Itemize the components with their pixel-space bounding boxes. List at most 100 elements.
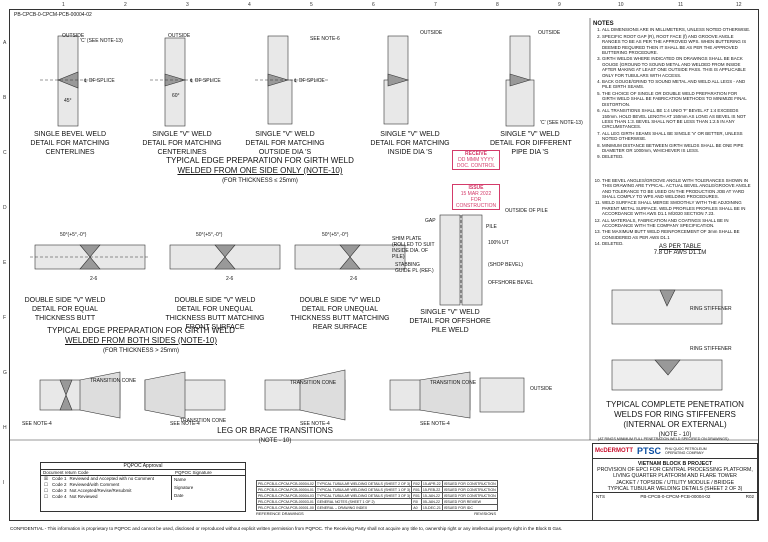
label-ring-stiffener: RING STIFFENER (690, 306, 732, 312)
label-see-note-4: SEE NOTE-4 (300, 421, 330, 427)
confidential-notice: CONFIDENTIAL - This information is propr… (10, 526, 563, 531)
section2-heading: TYPICAL EDGE PREPARATION FOR GIRTH WELD … (47, 326, 235, 354)
note-item: DELETED. (602, 154, 751, 159)
grid-col: 9 (558, 2, 561, 8)
doc-number: PB-CPCB-0-CPCM-PCB-00004-02 (640, 494, 711, 500)
grid-col: 3 (186, 2, 189, 8)
label-offshore-bevel: OFFSHORE BEVEL (488, 280, 534, 286)
note-item: MINIMUM DISTANCE BETWEEN GIRTH WELDS SHA… (602, 143, 751, 154)
label-see-note-13: 'C' (SEE NOTE-13) (80, 38, 123, 44)
grid-row: G (3, 370, 7, 376)
grid-row: C (3, 150, 7, 156)
label-transition-cone: TRANSITION CONE (180, 418, 227, 424)
approval-code-row: ☐ Code 2 Reviewed/with Comment (43, 482, 120, 487)
label-see-note-4: SEE NOTE-4 (170, 421, 200, 427)
label-dim: 2-6 (350, 276, 358, 282)
note-item: THE BEVEL ANGLES/GROOVE ANGLE WITH TOLER… (602, 178, 751, 200)
detail-5-caption: SINGLE "V" WELD DETAIL FOR DIFFERENT PIP… (490, 131, 572, 156)
label-shop-bevel: (SHOP BEVEL) (488, 262, 523, 268)
label-stabbing-guide: STABBING GUIDE PL (REF.) (395, 262, 434, 274)
checkbox-icon[interactable]: ☐ (43, 488, 49, 493)
label-see-note-4: SEE NOTE-4 (420, 421, 450, 427)
mcdermott-logo: McDERMOTT (595, 448, 633, 454)
label-angle-50: 50°(+5°,-0°) (322, 232, 349, 238)
title-block: McDERMOTT PTSC PHU QUOC PETROLEUM OPERAT… (592, 443, 758, 521)
detail-7-caption: DOUBLE SIDE "V" WELD DETAIL FOR UNEQUAL … (165, 297, 265, 331)
grid-row: H (3, 425, 7, 431)
project-name: VIETNAM BLOCK B PROJECT (637, 461, 713, 467)
detail-3-caption: SINGLE "V" WELD DETAIL FOR MATCHING OUTS… (245, 131, 325, 156)
issue-stamp: ISSUE 15 MAR 2022 FOR CONSTRUCTION (452, 184, 500, 210)
ptsc-logo: PTSC (637, 446, 662, 456)
label-see-note-4: SEE NOTE-4 (22, 421, 52, 427)
section3-heading: LEG OR BRACE TRANSITIONS (NOTE - 10) (217, 426, 333, 444)
detail-6-caption: DOUBLE SIDE "V" WELD DETAIL FOR EQUAL TH… (24, 297, 106, 322)
approval-code-row: ☐ Code 3 Not Accepted/Revise/Resubmit (43, 488, 132, 493)
note-item: ALL MATERIALS, FABRICATION AND COATINGS … (602, 218, 751, 229)
label-of-splice: ℄ OF SPLICE (84, 78, 115, 84)
detail-2-caption: SINGLE "V" WELD DETAIL FOR MATCHING CENT… (142, 131, 222, 156)
section-ring-heading: TYPICAL COMPLETE PENETRATION WELDS FOR R… (606, 400, 744, 438)
ring-footnote: (AT RINGS MINIMUM FULL PENETRATION WELD … (598, 437, 729, 441)
revisions-label: REVISIONS (474, 511, 496, 516)
grid-col: 8 (496, 2, 499, 8)
note-item: ALL DIMENSIONS ARE IN MILLIMETERS, UNLES… (602, 27, 751, 32)
label-gap: GAP (425, 218, 436, 224)
note-item: GIRTH WELDS WHERE INDICATED ON DRAWINGS … (602, 56, 751, 78)
label-ring-stiffener: RING STIFFENER (690, 346, 732, 352)
grid-col: 10 (618, 2, 624, 8)
checkbox-icon[interactable]: ☐ (43, 482, 49, 487)
grid-col: 2 (124, 2, 127, 8)
note-item: ALL LEG GIRTH SEAMS SHALL BE SINGLE 'V' … (602, 131, 751, 142)
grid-row: D (3, 205, 7, 211)
grid-row: I (3, 480, 5, 486)
label-of-splice: ℄ OF SPLICE (294, 78, 325, 84)
section1-heading: TYPICAL EDGE PREPARATION FOR GIRTH WELD … (166, 156, 354, 184)
label-angle-50: 50°(+5°,-0°) (60, 232, 87, 238)
checkbox-icon[interactable]: ☐ (43, 494, 49, 499)
note-item: THE MAXIMUM BUTT WELD REINFORCEMENT OF 3… (602, 229, 751, 240)
label-see-note-6: SEE NOTE-6 (310, 36, 340, 42)
detail-9-caption: SINGLE "V" WELD DETAIL FOR OFFSHORE PILE… (409, 309, 491, 334)
label-of-splice: ℄ OF SPLICE (190, 78, 221, 84)
field-name: Name (174, 477, 187, 482)
drawing-frame (9, 9, 759, 521)
label-outside: OUTSIDE (62, 33, 85, 39)
grid-col: 5 (310, 2, 313, 8)
label-outside-of-pile: OUTSIDE OF PILE (505, 208, 548, 214)
note-item: ALL TRANSITIONS SHALL BE 1:4 UNIO 'F' BE… (602, 108, 751, 130)
label-shim-plate: SHIM PLATE (ROLLED TO SUIT INSIDE DIA. O… (392, 236, 435, 260)
grid-row: B (3, 95, 7, 101)
approval-box: PQPOC Approval Document return Code PQPO… (40, 462, 246, 512)
note-item: THE CHOICE OF SINGLE OR DOUBLE WELD PREP… (602, 91, 751, 107)
label-transition-cone: TRANSITION CONE (290, 380, 337, 386)
label-transition-cone: TRANSITION CONE (90, 378, 137, 384)
aws-table-ref: AS PER TABLE 7.8 OF AWS D1.1M (653, 244, 707, 256)
field-date: Date (174, 493, 184, 498)
label-dim: 2-6 (90, 276, 98, 282)
received-stamp: RECEIVE DD MMM YYYY DOC. CONTROL (452, 150, 500, 170)
grid-col: 1 (62, 2, 65, 8)
label-transition-cone: TRANSITION CONE (430, 380, 477, 386)
revision-value: R02 (745, 494, 754, 500)
checkbox-checked-icon[interactable]: ☒ (43, 476, 49, 481)
grid-row: F (3, 315, 7, 321)
grid-row: E (3, 260, 7, 266)
label-outside: OUTSIDE (168, 33, 191, 39)
detail-4-caption: SINGLE "V" WELD DETAIL FOR MATCHING INSI… (370, 131, 450, 156)
top-doc-number: PB-CPCB-0-CPCM-PCB-00004-02 (14, 12, 92, 18)
grid-col: 11 (678, 2, 684, 8)
grid-col: 4 (248, 2, 251, 8)
ref-drawings-label: REFERENCE DRAWINGS (256, 511, 304, 516)
label-outside: OUTSIDE (420, 30, 443, 36)
detail-1-caption: SINGLE BEVEL WELD DETAIL FOR MATCHING CE… (30, 131, 110, 156)
label-pile: PILE (486, 224, 497, 230)
note-item: BACK GOUGE/GRIND TO SOUND METAL AND WELD… (602, 79, 751, 90)
label-angle-60: 60° (172, 93, 180, 99)
label-see-note-13: 'C' (SEE NOTE-13) (540, 120, 583, 126)
grid-col: 12 (736, 2, 742, 8)
note-item: SPECIFIC ROOT GAP (R), ROOT FACE (f) AND… (602, 34, 751, 56)
